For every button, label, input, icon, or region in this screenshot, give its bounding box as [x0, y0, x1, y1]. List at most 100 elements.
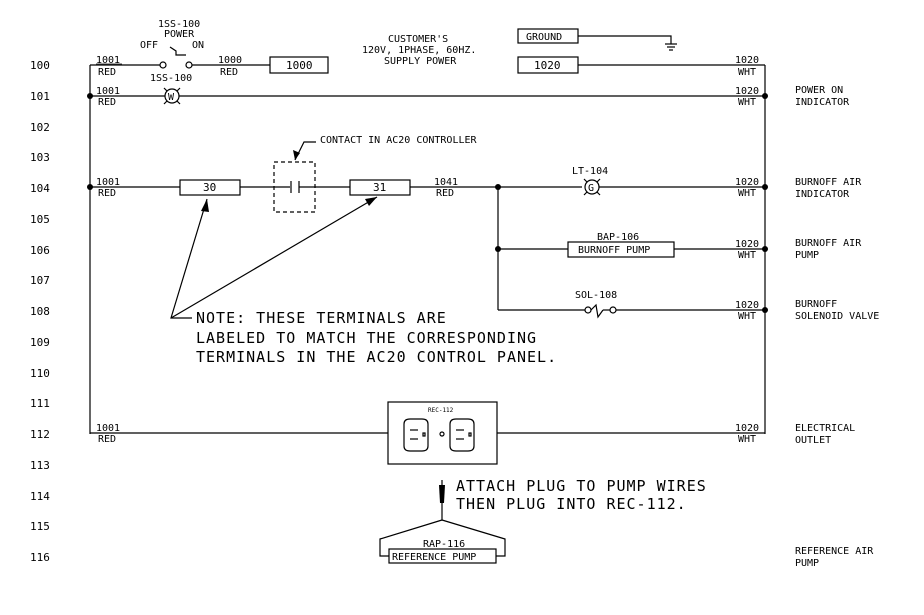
rung-number: 103	[30, 151, 50, 164]
rung-106: BAP-106 BURNOFF PUMP 1020 WHT BURNOFF AI…	[495, 232, 862, 261]
switch-name: POWER	[164, 29, 195, 40]
rung-description: PUMP	[795, 250, 819, 261]
rung-number: 108	[30, 305, 50, 318]
supply-line2: 120V, 1PHASE, 60HZ.	[362, 45, 476, 56]
solenoid-tag: SOL-108	[575, 290, 617, 301]
wire-color: RED	[98, 97, 116, 108]
switch-off-label: OFF	[140, 40, 158, 51]
wire-color: WHT	[738, 67, 756, 78]
rung-number: 100	[30, 59, 50, 72]
rung-description: OUTLET	[795, 435, 831, 446]
rung-number: 115	[30, 520, 50, 533]
rung-number: 107	[30, 274, 50, 287]
switch-on-label: ON	[192, 40, 204, 51]
switch-contact-icon	[185, 61, 193, 69]
light-tag: LT-104	[572, 166, 608, 177]
rung-number: 112	[30, 428, 50, 441]
wire-number: 1020	[735, 239, 759, 250]
rung-number: 111	[30, 397, 50, 410]
rung-100: 1SS-100 POWER OFF ON 1001 RED 1000 RED 1…	[90, 19, 765, 78]
plug-arrow-icon	[439, 485, 445, 503]
note-line1: NOTE: THESE TERMINALS ARE	[196, 309, 447, 327]
rung-112: 1001 RED REC-112 1020 WHT ELECTRICAL OUT…	[90, 401, 855, 465]
rung-number: 116	[30, 551, 50, 564]
note-line2: LABELED TO MATCH THE CORRESPONDING	[196, 329, 537, 347]
wire-number: 1020	[735, 86, 759, 97]
pilot-light-green-icon: G	[583, 178, 601, 196]
svg-text:W: W	[168, 92, 175, 103]
note-line3: TERMINALS IN THE AC20 CONTROL PANEL.	[196, 348, 557, 366]
rung-104: 1001 RED 30 31 1041 RED CONTACT IN AC20 …	[87, 135, 862, 310]
wire-color: WHT	[738, 97, 756, 108]
rung-description: PUMP	[795, 558, 819, 569]
pilot-light-white-icon: W	[163, 87, 181, 105]
wire-number: 1001	[96, 86, 120, 97]
pump-tag: RAP-116	[423, 539, 465, 550]
contact-annotation: CONTACT IN AC20 CONTROLLER	[320, 135, 478, 146]
terminal-label: 31	[373, 181, 386, 194]
plug-instruction-line2: THEN PLUG INTO REC-112.	[456, 495, 687, 513]
wire-number: 1020	[735, 177, 759, 188]
rung-description: REFERENCE AIR	[795, 546, 874, 557]
wire-color: RED	[98, 67, 116, 78]
rung-number: 106	[30, 244, 50, 257]
wire-number: 1000	[218, 55, 242, 66]
switch-lever-icon	[169, 46, 186, 56]
rung-description: SOLENOID VALVE	[795, 311, 879, 322]
wire-number: 1001	[96, 423, 120, 434]
plug-instruction-line1: ATTACH PLUG TO PUMP WIRES	[456, 477, 707, 495]
light-tag: 1SS-100	[150, 73, 192, 84]
rung-number: 109	[30, 336, 50, 349]
wire-color: WHT	[738, 250, 756, 261]
rung-description: INDICATOR	[795, 189, 850, 200]
wire-number: 1001	[96, 177, 120, 188]
rung-number: 101	[30, 90, 50, 103]
rung-number: 105	[30, 213, 50, 226]
wire-color: RED	[436, 188, 454, 199]
rung-description: BURNOFF AIR	[795, 238, 862, 249]
solenoid-valve-icon	[584, 303, 617, 319]
wire-number: 1020	[735, 423, 759, 434]
normally-open-contact-icon	[290, 181, 300, 193]
reference-pump-motor	[388, 548, 497, 564]
terminal-label: 30	[203, 181, 216, 194]
wire-color: WHT	[738, 188, 756, 199]
rung-description: POWER ON	[795, 85, 843, 96]
supply-line3: SUPPLY POWER	[384, 56, 457, 67]
terminal-label: 1020	[534, 59, 561, 72]
wire-color: RED	[98, 434, 116, 445]
rung-number: 110	[30, 367, 50, 380]
rung-description: BURNOFF	[795, 299, 837, 310]
ground-icon	[665, 43, 677, 51]
pump-label: BURNOFF PUMP	[578, 245, 650, 256]
rung-101: 1001 RED 1SS-100 W 1020 WHT POWER ON IND…	[87, 73, 850, 108]
supply-line1: CUSTOMER'S	[388, 34, 448, 45]
wire-color: WHT	[738, 434, 756, 445]
rung-number: 102	[30, 121, 50, 134]
terminal-label: GROUND	[526, 32, 562, 43]
switch-contact-icon	[159, 61, 167, 69]
rung-108: SOL-108 1020 WHT BURNOFF SOLENOID VALVE	[498, 290, 879, 322]
receptacle-tag: REC-112	[428, 407, 454, 414]
note-leaders	[170, 196, 378, 319]
rung-numbers: 100 101 102 103 104 105 106 107 108 109 …	[30, 59, 50, 564]
wire-number: 1041	[434, 177, 458, 188]
terminal-1000	[269, 56, 329, 74]
wire-color: RED	[98, 188, 116, 199]
contact-callout-leader	[294, 141, 316, 161]
wire-color: RED	[220, 67, 238, 78]
wire-number: 1001	[96, 55, 120, 66]
wire-color: WHT	[738, 311, 756, 322]
wire-number: 1020	[735, 300, 759, 311]
switch-tag: 1SS-100	[158, 19, 200, 30]
rung-description: BURNOFF AIR	[795, 177, 862, 188]
duplex-outlet-icon	[403, 418, 475, 452]
terminal-label: 1000	[286, 59, 313, 72]
rung-description: INDICATOR	[795, 97, 850, 108]
rung-number: 114	[30, 490, 50, 503]
pump-label: REFERENCE PUMP	[392, 552, 476, 563]
pump-tag: BAP-106	[597, 232, 639, 243]
svg-text:G: G	[588, 183, 594, 194]
rung-number: 113	[30, 459, 50, 472]
